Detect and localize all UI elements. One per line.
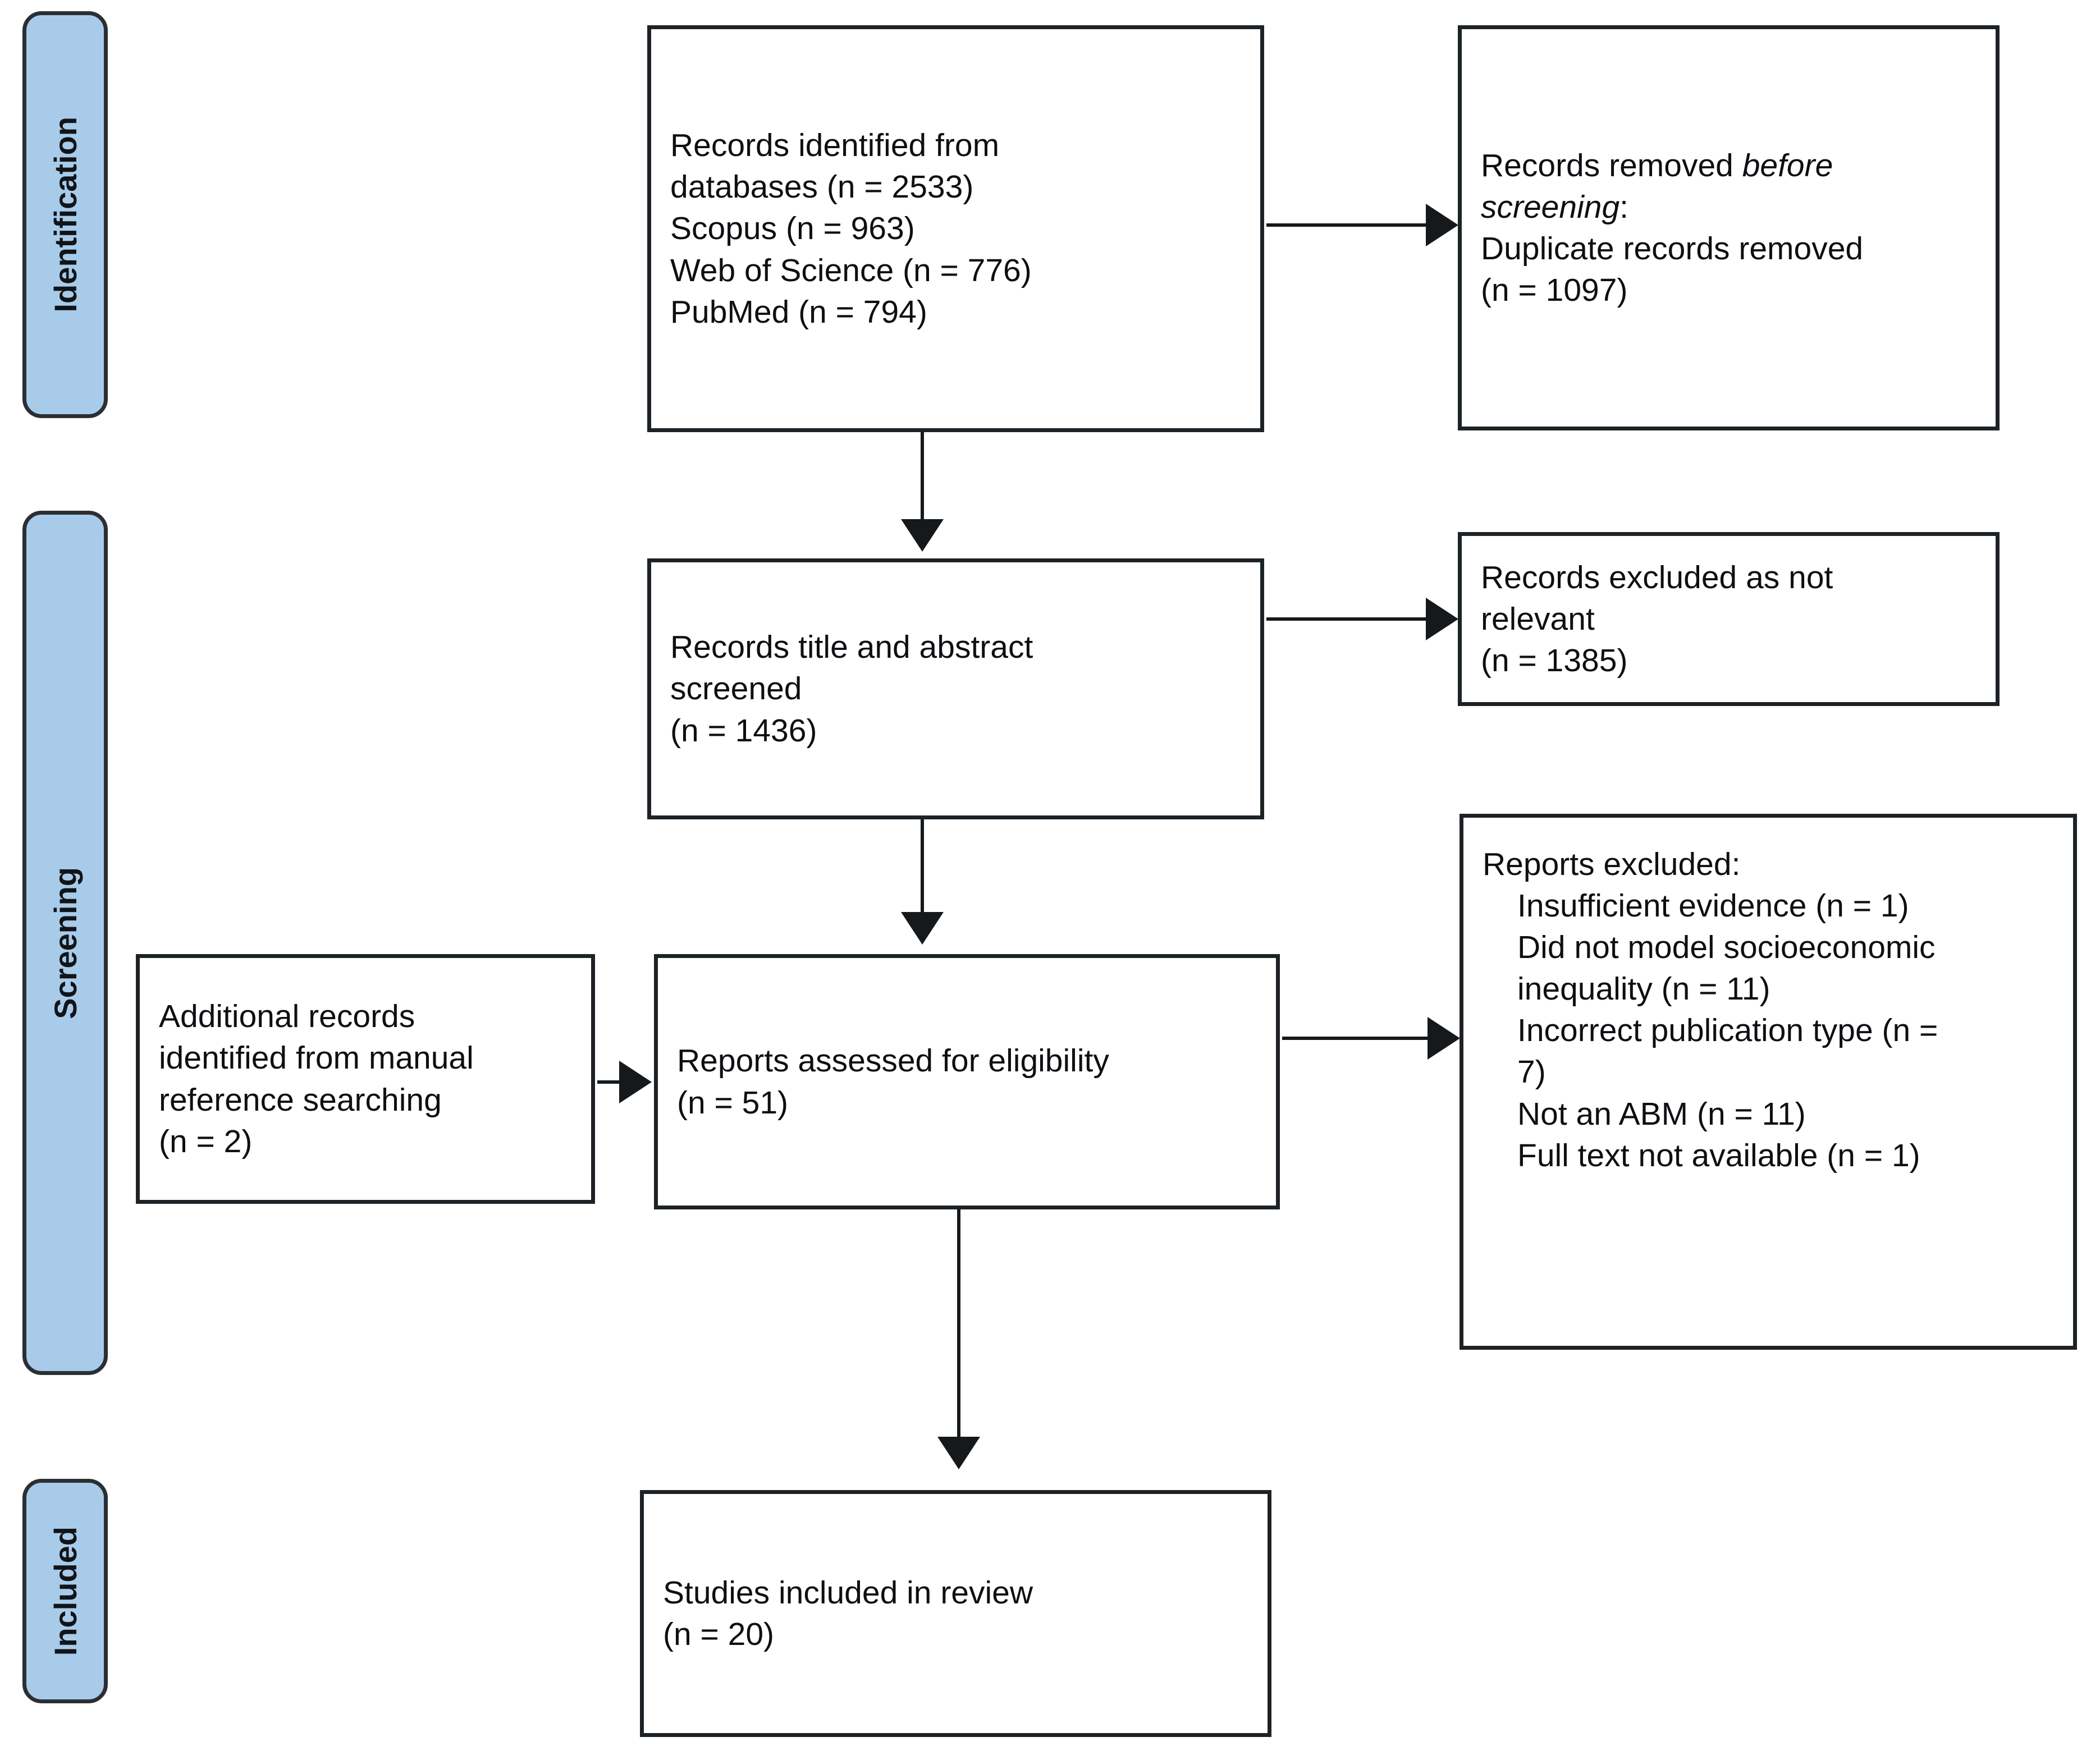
arrowhead-identified-to-screened <box>901 519 944 552</box>
phase-label-screening: Screening <box>47 867 83 1019</box>
exclusion-reason: Incorrect publication type (n = <box>1517 1012 1938 1049</box>
phase-label-included: Included <box>47 1526 83 1656</box>
phase-bar-screening: Screening <box>22 511 108 1375</box>
connector-screened-to-excluded <box>1266 617 1429 621</box>
connector-assessed-to-included <box>957 1209 960 1442</box>
phase-bar-identification: Identification <box>22 11 108 418</box>
connector-identified-to-screened <box>921 432 924 525</box>
exclusion-reason: inequality (n = 11) <box>1517 971 1770 1007</box>
box-reports-assessed: Reports assessed for eligibility(n = 51) <box>654 954 1280 1209</box>
exclusion-reason: Full text not available (n = 1) <box>1517 1137 1920 1174</box>
box-reports-excluded: Reports excluded:Insufficient evidence (… <box>1460 814 2077 1350</box>
arrowhead-screened-to-excluded <box>1426 598 1458 640</box>
arrowhead-assessed-to-reports-excluded <box>1428 1017 1460 1060</box>
exclusion-reason: 7) <box>1517 1054 1546 1090</box>
box-studies-included: Studies included in review(n = 20) <box>640 1490 1271 1737</box>
arrowhead-additional-to-assessed <box>619 1061 652 1103</box>
arrowhead-screened-to-assessed <box>901 912 944 945</box>
exclusion-reason: Did not model socioeconomic <box>1517 929 1936 966</box>
connector-screened-to-assessed <box>921 819 924 918</box>
connector-identified-to-removed <box>1266 223 1429 227</box>
exclusion-reason: Not an ABM (n = 11) <box>1517 1096 1806 1132</box>
box-reports-assessed-text: Reports assessed for eligibility(n = 51) <box>677 1043 1109 1121</box>
connector-additional-to-assessed <box>597 1080 623 1084</box>
phase-label-identification: Identification <box>47 117 83 313</box>
phase-bar-included: Included <box>22 1479 108 1703</box>
connector-assessed-to-reports-excluded <box>1282 1037 1431 1040</box>
arrowhead-identified-to-removed <box>1426 204 1458 246</box>
arrowhead-assessed-to-included <box>937 1437 980 1469</box>
box-reports-excluded-text: Reports excluded:Insufficient evidence (… <box>1463 844 2073 1176</box>
box-studies-included-text: Studies included in review(n = 20) <box>663 1574 1033 1652</box>
exclusion-reason: Insufficient evidence (n = 1) <box>1517 888 1909 924</box>
